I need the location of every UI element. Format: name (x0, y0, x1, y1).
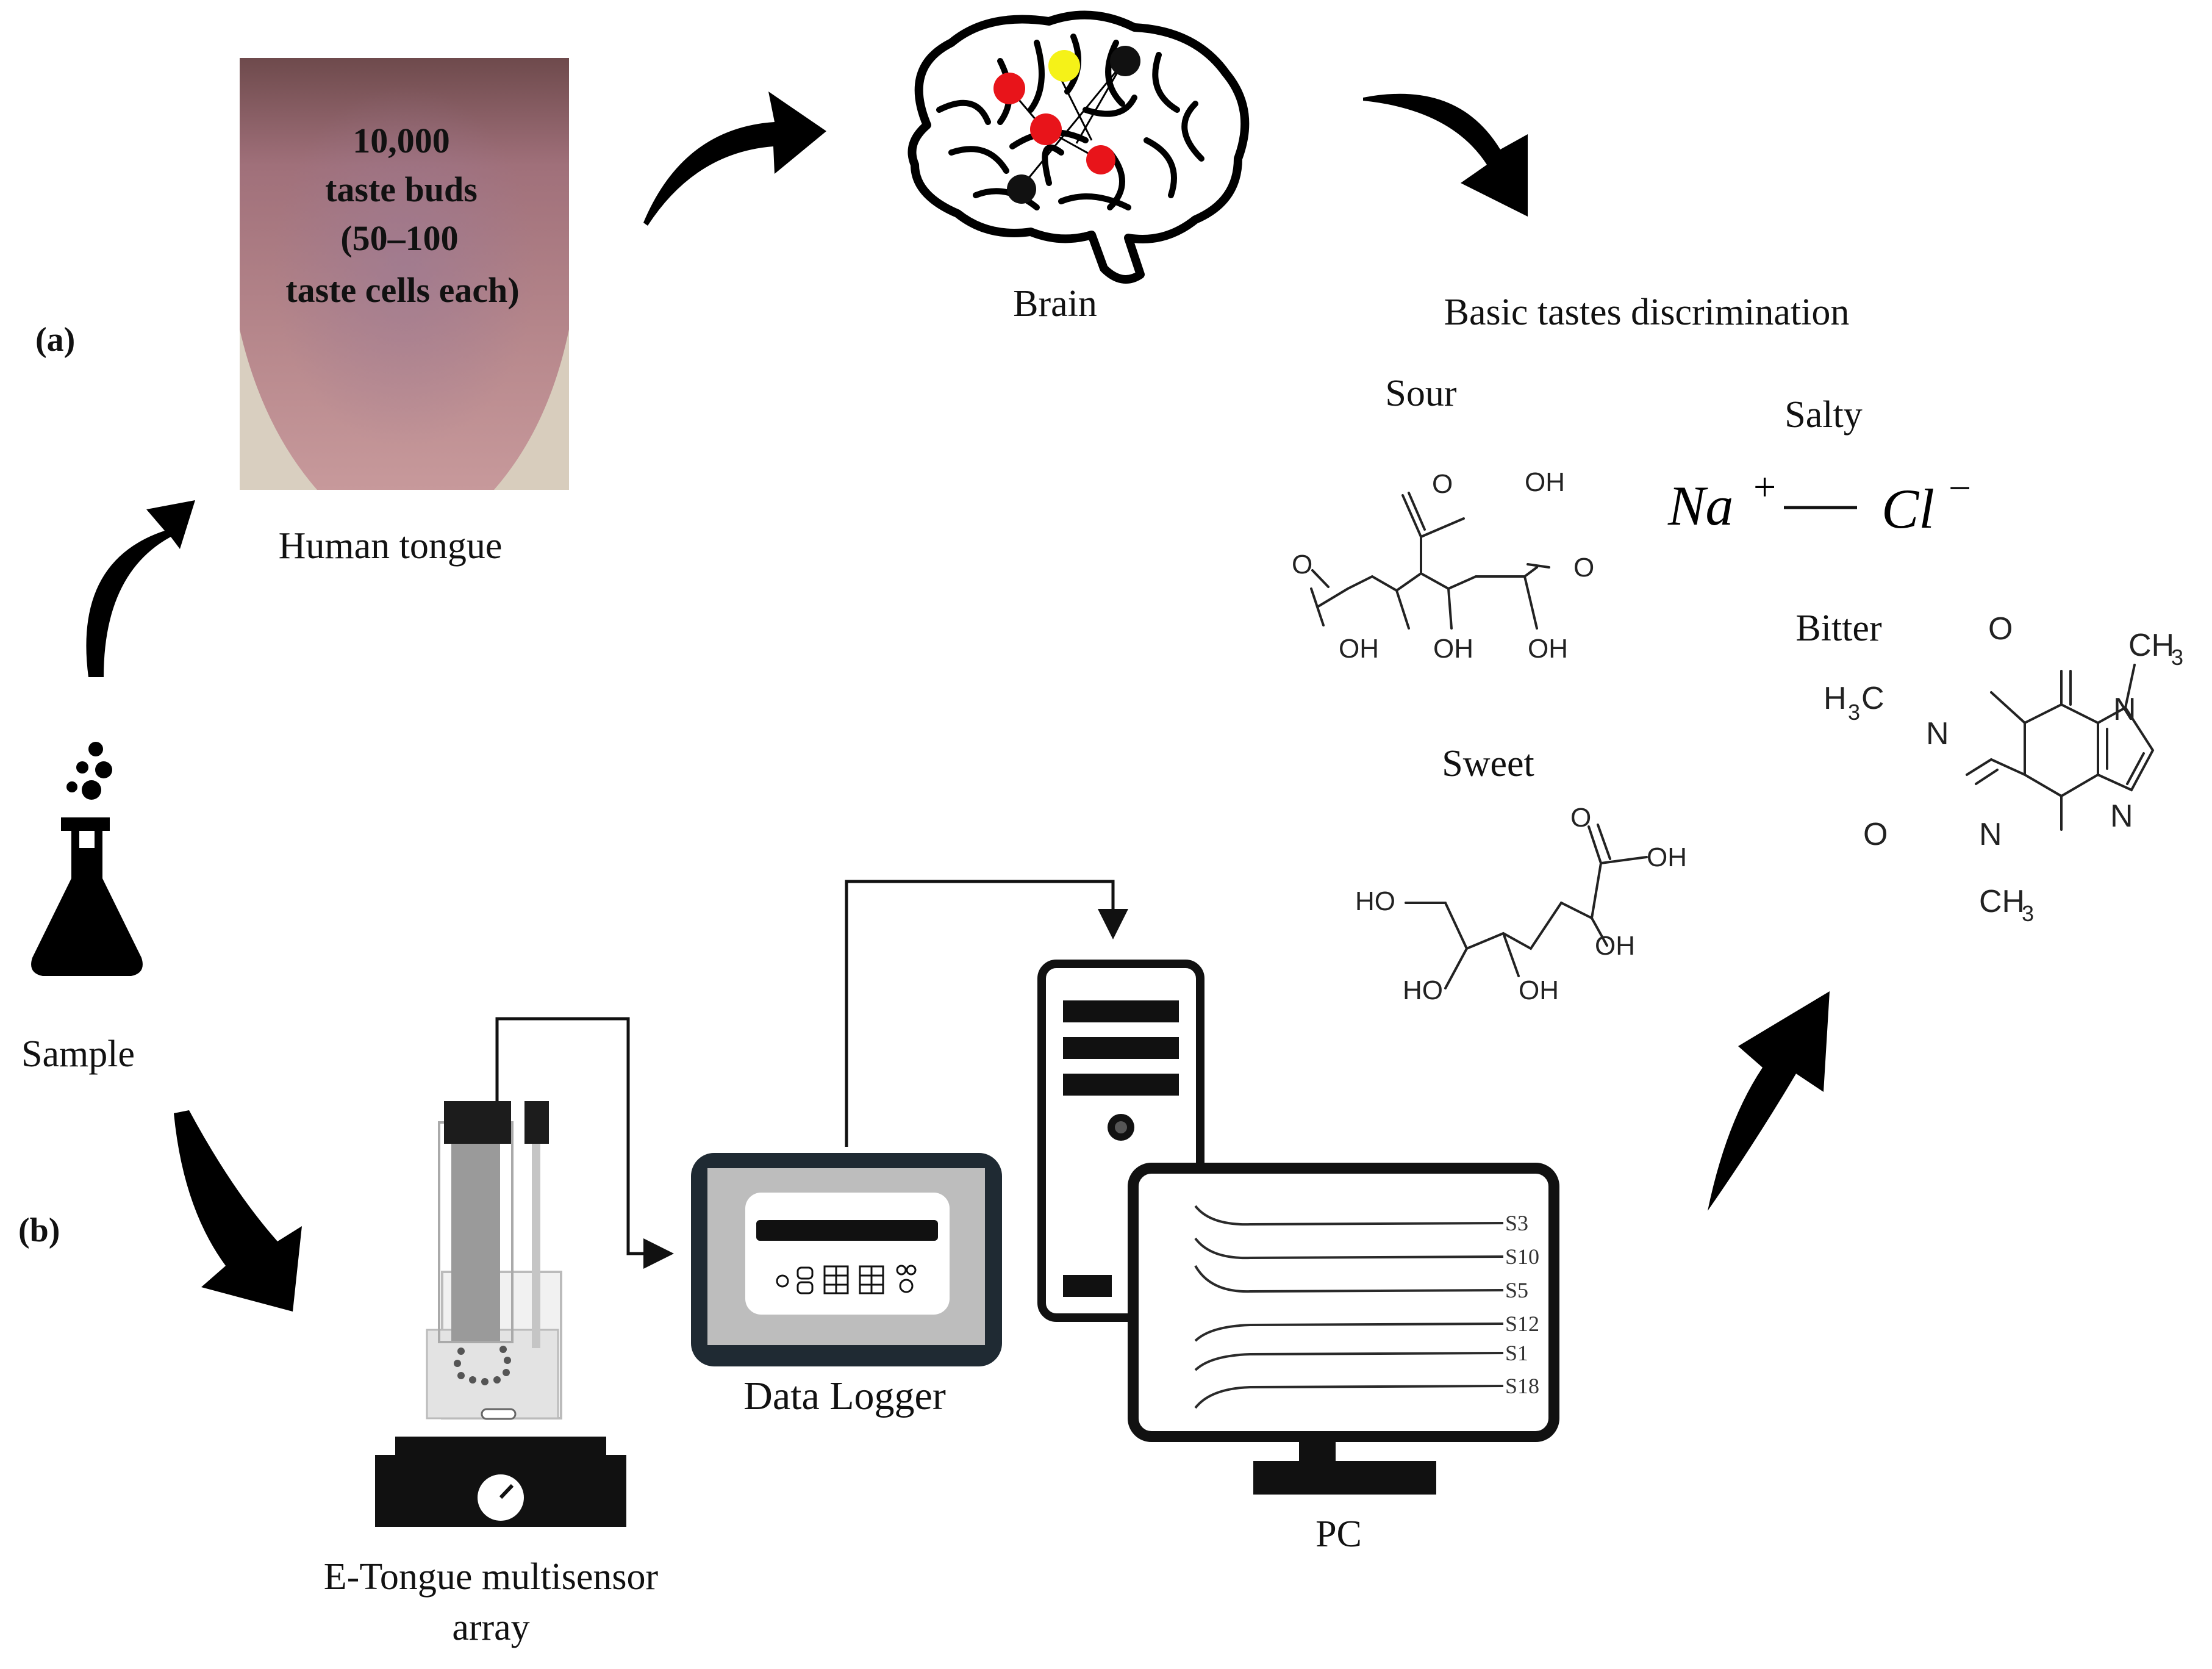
salty-plus: + (1753, 465, 1776, 509)
salty-label: Salty (1784, 394, 1862, 436)
etongue-label-line2: array (452, 1607, 529, 1648)
tongue-text-line1: 10,000 (353, 121, 450, 160)
caffeine-structure: O CH 3 H 3 C N N O N N CH 3 (1824, 611, 2183, 926)
tongue-image: 10,000 taste buds (50–100 taste cells ea… (240, 58, 569, 490)
caffeine-h3c-3: 3 (1848, 700, 1860, 725)
tongue-text-line2: taste buds (325, 170, 478, 209)
gluconic-oh-right: OH (1647, 842, 1687, 872)
citric-o-top: O (1432, 469, 1453, 499)
sensor-label-s1: S1 (1505, 1341, 1528, 1365)
sensor-label-s10: S10 (1505, 1244, 1539, 1269)
caffeine-h3c-h: H (1824, 681, 1847, 716)
tongue-text-line4: taste cells each) (285, 270, 519, 310)
gluconic-ho-left: HO (1355, 886, 1395, 916)
caffeine-o-left: O (1863, 817, 1888, 852)
gluconic-oh-right-low: OH (1595, 931, 1635, 961)
caffeine-n7: N (2113, 692, 2136, 727)
caffeine-ch3-top-3: 3 (2171, 645, 2183, 670)
sensor-curve-s10 (1194, 1237, 1504, 1260)
brain-label: Brain (1013, 283, 1097, 325)
etongue-apparatus (375, 1101, 626, 1527)
citric-oh-bottom-left: OH (1339, 634, 1379, 664)
etongue-label-line1: E-Tongue multisensor (324, 1556, 659, 1598)
arrow-sample-to-tongue (86, 500, 195, 677)
gluconic-acid-structure: HO HO OH OH O OH (1355, 803, 1687, 1005)
arrow-brain-to-tastes (1363, 93, 1528, 217)
caffeine-n1: N (1926, 716, 1949, 752)
salty-minus: − (1949, 466, 1971, 511)
sensor-curve-s18 (1194, 1385, 1504, 1409)
arrow-sample-to-etongue (174, 1110, 302, 1312)
bitter-label: Bitter (1795, 608, 1882, 649)
salty-cl: Cl (1881, 478, 1935, 540)
arrow-pc-to-tastes (1708, 991, 1830, 1211)
sample-label: Sample (21, 1033, 135, 1075)
gluconic-ho-bottom: HO (1403, 975, 1443, 1005)
citric-acid-structure: O OH OH O OH O OH (1292, 467, 1594, 664)
citric-oh-top: OH (1525, 467, 1565, 497)
sensor-curve-s5 (1194, 1265, 1504, 1293)
citric-oh-bottom-mid: OH (1433, 634, 1473, 664)
caffeine-ch3-top-ch: CH (2128, 628, 2174, 663)
wire-etongue-to-logger (495, 1017, 674, 1269)
gluconic-oh-bottom: OH (1519, 975, 1559, 1005)
sour-label: Sour (1385, 373, 1456, 414)
sensor-curve-s3 (1194, 1205, 1504, 1226)
sensor-label-s5: S5 (1505, 1278, 1528, 1302)
caffeine-ch3-bottom-3: 3 (2022, 901, 2034, 926)
citric-oh-bottom-right: OH (1528, 634, 1568, 664)
basic-tastes-title: Basic tastes discrimination (1444, 292, 1850, 333)
human-tongue-label: Human tongue (279, 525, 503, 567)
panel-label-b: (b) (18, 1211, 60, 1249)
flask-icon (31, 742, 143, 976)
sensor-label-s12: S12 (1505, 1312, 1539, 1336)
arrow-tongue-to-brain (643, 92, 826, 226)
caffeine-o-top: O (1988, 611, 2013, 647)
sweet-label: Sweet (1442, 743, 1534, 784)
pc-label: PC (1315, 1513, 1362, 1555)
pc-monitor (1128, 1163, 1559, 1495)
panel-label-a: (a) (35, 321, 75, 359)
citric-o-right: O (1573, 553, 1594, 583)
sensor-label-s3: S3 (1505, 1211, 1528, 1235)
tongue-text-line3: (50–100 (340, 218, 458, 258)
brain-icon (907, 10, 1250, 284)
gluconic-o-top: O (1570, 803, 1591, 833)
caffeine-h3c-c: C (1861, 681, 1884, 716)
caffeine-n9: N (2110, 799, 2133, 834)
salty-na: Na (1667, 475, 1733, 537)
citric-o-left: O (1292, 550, 1312, 580)
caffeine-ch3-bottom-ch: CH (1979, 884, 2025, 919)
sensor-curve-s12 (1194, 1323, 1504, 1342)
data-logger-label: Data Logger (743, 1374, 946, 1418)
sensor-label-s18: S18 (1505, 1374, 1539, 1398)
data-logger-device (691, 1153, 1002, 1366)
salty-formula: Na + Cl − (1667, 465, 1971, 540)
sensor-curve-s1 (1194, 1352, 1504, 1371)
wire-logger-to-pc (845, 880, 1128, 1147)
caffeine-n3: N (1979, 817, 2002, 852)
